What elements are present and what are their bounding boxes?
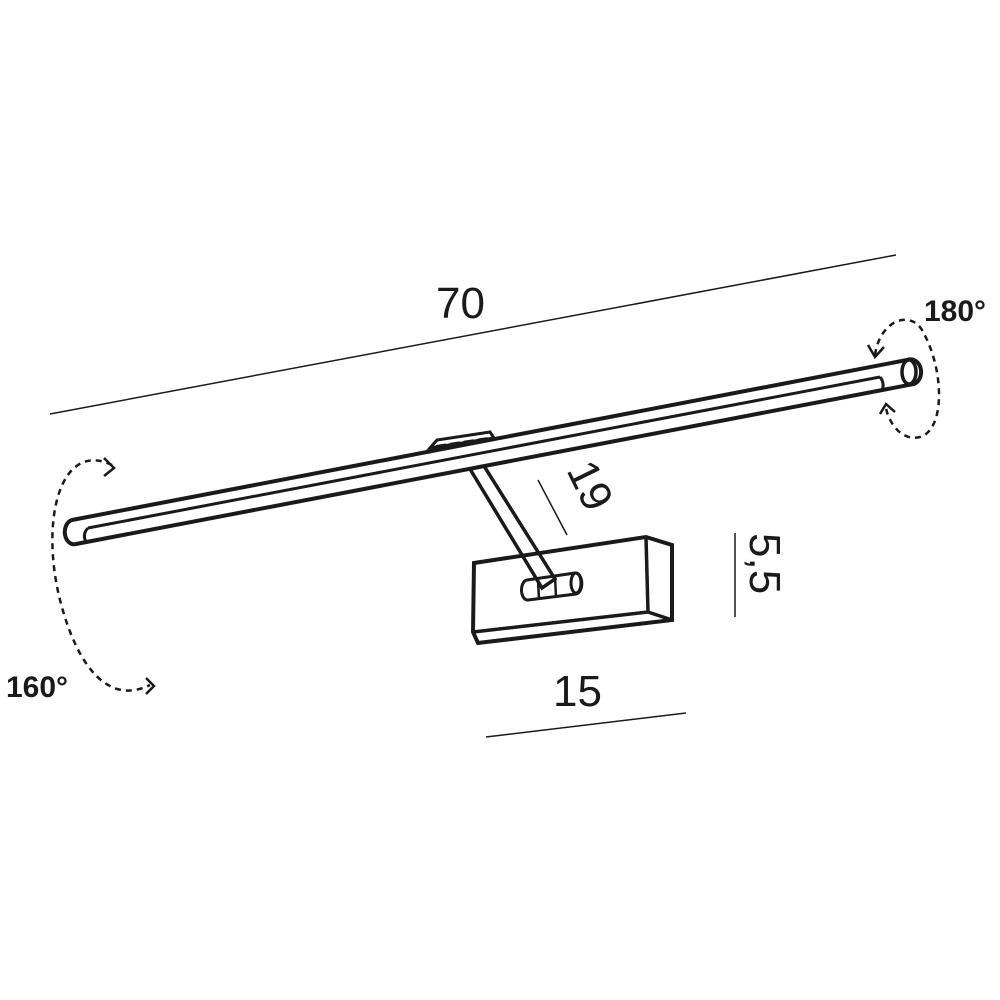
right-rotation-label: 180° (924, 295, 986, 328)
length-dimension-label: 70 (436, 279, 485, 328)
base-width-dimension-line (485, 712, 687, 738)
left-rotation-label: 160° (6, 671, 68, 704)
light-bar (62, 357, 924, 547)
base-width-dimension-label: 15 (553, 667, 602, 716)
wall-base (470, 534, 674, 646)
base-height-dimension-label: 5,5 (740, 533, 789, 594)
left-rotation-arrow-icon (51, 457, 156, 695)
length-dimension-line (49, 254, 897, 415)
lamp-arm (467, 464, 558, 591)
right-rotation-arrow-icon (866, 318, 941, 439)
arm-dimension-label: 19 (557, 453, 623, 518)
arm-dimension-line (537, 479, 568, 536)
